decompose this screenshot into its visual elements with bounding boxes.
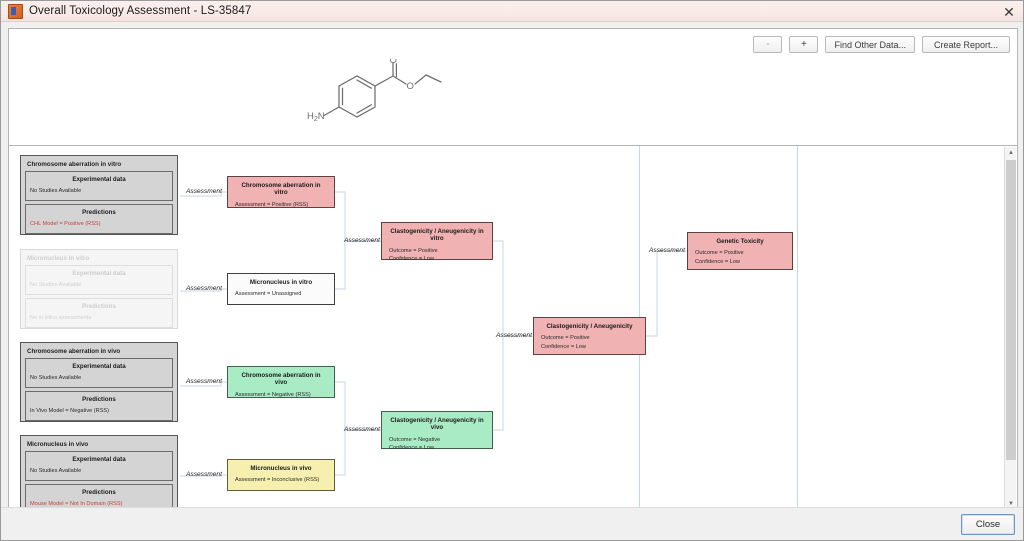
ester-oxygen-label: O: [407, 81, 414, 92]
predictions-heading: Predictions: [82, 303, 116, 310]
edge-label-assessment: Assessment: [344, 237, 380, 244]
edge-label-assessment: Assessment: [649, 247, 685, 254]
zoom-in-button[interactable]: +: [789, 36, 819, 53]
predictions-box: Predictions No in silico assessments: [25, 298, 173, 328]
column-divider: [797, 146, 798, 511]
experimental-data-heading: Experimental data: [72, 456, 126, 463]
carbonyl-oxygen-label: O: [390, 59, 397, 66]
create-report-button[interactable]: Create Report...: [922, 36, 1010, 53]
node-assessment-value: Assessment = Negative (RSS): [235, 391, 311, 398]
structure-panel: - + Find Other Data... Create Report...: [8, 28, 1018, 147]
scroll-up-icon[interactable]: ▲: [1008, 150, 1014, 156]
node-title: Micronucleus in vivo: [250, 465, 312, 472]
edge-label-assessment: Assessment: [186, 285, 222, 292]
node-outcome-value: Outcome = Positive: [541, 335, 590, 342]
endpoint-panel-title: Micronucleus in vivo: [27, 441, 89, 448]
edge-label-assessment: Assessment: [186, 378, 222, 385]
endpoint-panel-micronucleus-in-vivo[interactable]: Micronucleus in vivo Experimental data N…: [20, 435, 178, 511]
vertical-scrollbar[interactable]: ▲ ▼: [1004, 147, 1016, 510]
node-micronucleus-in-vivo[interactable]: Micronucleus in vivo Assessment = Inconc…: [227, 459, 335, 491]
predictions-box: Predictions CHL Model = Positive (RSS): [25, 204, 173, 234]
node-title: Clastogenicity / Aneugenicity in vitro: [390, 228, 484, 243]
node-outcome-value: Outcome = Positive: [389, 247, 438, 254]
node-chromosome-aberration-in-vivo[interactable]: Chromosome aberration in vivo Assessment…: [227, 366, 335, 398]
predictions-box: Predictions In Vivo Model = Negative (RS…: [25, 391, 173, 421]
experimental-data-value: No Studies Available: [30, 282, 82, 288]
assessment-diagram-panel: Chromosome aberration in vitro Experimen…: [8, 145, 1018, 512]
predictions-box: Predictions Mouse Model = Not In Domain …: [25, 484, 173, 511]
molecule-structure: H2N O O: [307, 59, 442, 123]
client-area: - + Find Other Data... Create Report...: [1, 22, 1023, 540]
endpoint-panel-title: Chromosome aberration in vivo: [27, 348, 121, 355]
node-clastogenicity-aneugenicity-in-vivo[interactable]: Clastogenicity / Aneugenicity in vivo Ou…: [381, 411, 493, 451]
zoom-out-button[interactable]: -: [753, 36, 783, 53]
predictions-value: CHL Model = Positive (RSS): [30, 221, 101, 227]
assessment-diagram: Chromosome aberration in vitro Experimen…: [9, 146, 1017, 511]
predictions-value: In Vivo Model = Negative (RSS): [30, 408, 110, 414]
node-genetic-toxicity[interactable]: Genetic Toxicity Outcome = Positive Conf…: [687, 232, 793, 270]
experimental-data-value: No Studies Available: [30, 468, 82, 474]
experimental-data-heading: Experimental data: [72, 363, 126, 370]
node-clastogenicity-aneugenicity[interactable]: Clastogenicity / Aneugenicity Outcome = …: [533, 317, 646, 355]
app-icon: [8, 3, 23, 19]
node-chromosome-aberration-in-vitro[interactable]: Chromosome aberration in vitro Assessmen…: [227, 176, 335, 208]
window-title: Overall Toxicology Assessment - LS-35847: [29, 5, 252, 17]
endpoint-panel-title: Micronucleus in vitro: [27, 255, 90, 262]
edge-label-assessment: Assessment: [344, 426, 380, 433]
node-confidence-value: Confidence = Low: [389, 444, 434, 451]
experimental-data-box: Experimental data No Studies Available: [25, 265, 173, 295]
node-assessment-value: Assessment = Unassigned: [235, 291, 302, 298]
experimental-data-heading: Experimental data: [72, 270, 126, 277]
find-other-data-button[interactable]: Find Other Data...: [825, 36, 915, 53]
node-title: Genetic Toxicity: [716, 238, 764, 245]
node-title: Clastogenicity / Aneugenicity in vivo: [390, 417, 484, 432]
predictions-heading: Predictions: [82, 396, 116, 403]
node-micronucleus-in-vitro[interactable]: Micronucleus in vitro Assessment = Unass…: [227, 273, 335, 305]
edge-label-assessment: Assessment: [186, 188, 222, 195]
predictions-value: Mouse Model = Not In Domain (RSS): [30, 501, 123, 507]
edge-label-assessment: Assessment: [496, 332, 532, 339]
scroll-down-icon[interactable]: ▼: [1008, 501, 1014, 507]
node-outcome-value: Outcome = Positive: [695, 250, 744, 257]
amine-label: H2N: [307, 111, 325, 123]
endpoint-panel-title: Chromosome aberration in vitro: [27, 161, 122, 168]
endpoint-panel-chromosome-aberration-in-vitro[interactable]: Chromosome aberration in vitro Experimen…: [20, 155, 178, 235]
footer-bar: Close: [1, 507, 1023, 540]
edge-label-assessment: Assessment: [186, 471, 222, 478]
scrollbar-thumb[interactable]: [1006, 160, 1016, 460]
experimental-data-box: Experimental data No Studies Available: [25, 171, 173, 201]
experimental-data-box: Experimental data No Studies Available: [25, 451, 173, 481]
experimental-data-box: Experimental data No Studies Available: [25, 358, 173, 388]
node-confidence-value: Confidence = Low: [541, 343, 586, 350]
node-title: Chromosome aberration in vitro: [241, 182, 321, 197]
close-button[interactable]: Close: [961, 514, 1015, 535]
node-assessment-value: Assessment = Positive (RSS): [235, 201, 309, 208]
close-icon[interactable]: ✕: [1003, 4, 1015, 20]
experimental-data-value: No Studies Available: [30, 188, 82, 194]
node-outcome-value: Outcome = Negative: [389, 436, 441, 443]
node-confidence-value: Confidence = Low: [389, 255, 434, 262]
experimental-data-heading: Experimental data: [72, 176, 126, 183]
node-confidence-value: Confidence = Low: [695, 258, 740, 265]
endpoint-panel-chromosome-aberration-in-vivo[interactable]: Chromosome aberration in vivo Experiment…: [20, 342, 178, 422]
node-clastogenicity-aneugenicity-in-vitro[interactable]: Clastogenicity / Aneugenicity in vitro O…: [381, 222, 493, 262]
predictions-value: No in silico assessments: [30, 315, 92, 321]
node-title: Clastogenicity / Aneugenicity: [546, 323, 633, 330]
node-assessment-value: Assessment = Inconclusive (RSS): [235, 477, 320, 484]
title-bar: Overall Toxicology Assessment - LS-35847…: [1, 1, 1023, 22]
experimental-data-value: No Studies Available: [30, 375, 82, 381]
node-title: Chromosome aberration in vivo: [241, 372, 321, 387]
toolbar: - + Find Other Data... Create Report...: [753, 36, 1010, 53]
predictions-heading: Predictions: [82, 209, 116, 216]
predictions-heading: Predictions: [82, 489, 116, 496]
endpoint-panel-micronucleus-in-vitro[interactable]: Micronucleus in vitro Experimental data …: [20, 249, 178, 329]
node-title: Micronucleus in vitro: [249, 279, 313, 286]
